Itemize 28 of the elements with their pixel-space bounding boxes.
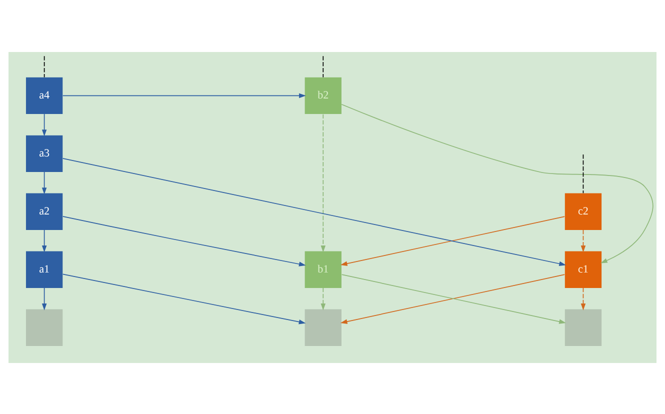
node-box: c2 (564, 192, 602, 230)
arrow (341, 103, 654, 263)
arrow (62, 216, 306, 266)
arrow (580, 287, 586, 310)
arrow (42, 171, 47, 194)
arrow (42, 287, 47, 310)
arrow (42, 229, 47, 252)
arrow (320, 287, 326, 310)
arrow (62, 158, 566, 266)
node-box: a4 (26, 76, 63, 114)
node-box: a2 (26, 192, 63, 230)
connector (44, 55, 45, 78)
node-box: b1 (304, 250, 342, 288)
arrow (580, 229, 586, 252)
connector (322, 55, 324, 78)
node-box: a3 (26, 134, 63, 172)
arrow (340, 216, 565, 266)
node-box: a1 (26, 250, 63, 288)
node-box: c1 (564, 250, 602, 288)
connector (582, 154, 584, 194)
node-box (304, 308, 342, 346)
node-box (26, 308, 63, 346)
arrow (62, 92, 306, 98)
node-box: b2 (304, 76, 342, 114)
node-box (564, 308, 602, 346)
arrow (320, 113, 326, 252)
arrow (62, 273, 306, 324)
arrow (42, 113, 47, 136)
